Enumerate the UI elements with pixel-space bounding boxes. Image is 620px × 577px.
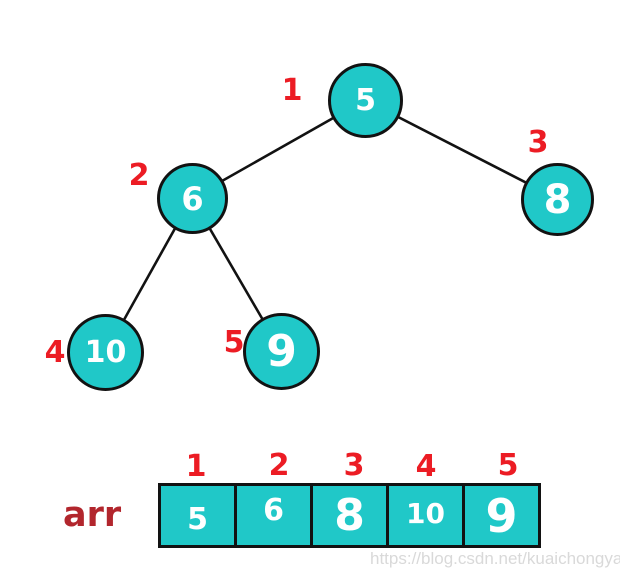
tree-order-label-3: 3 (527, 125, 549, 160)
tree-order-label-4: 4 (44, 335, 66, 370)
array-row: 5 6 8 10 9 (158, 483, 541, 548)
array-index-3: 3 (343, 448, 365, 483)
tree-node-9: 9 (243, 313, 320, 390)
array-cell-4: 10 (386, 483, 465, 548)
array-cell-3: 8 (310, 483, 389, 548)
watermark-url: https://blog.csdn.net/kuaichongya (370, 549, 620, 568)
array-cell-2: 6 (234, 483, 313, 548)
tree-node-5: 5 (328, 63, 403, 138)
array-cell-1: 5 (158, 483, 237, 548)
array-index-2: 2 (268, 448, 290, 483)
tree-order-label-2: 2 (128, 158, 150, 193)
array-index-1: 1 (185, 449, 207, 484)
array-name-label: arr (63, 495, 122, 535)
array-index-4: 4 (415, 449, 437, 484)
array-cell-5: 9 (462, 483, 541, 548)
tree-order-label-1: 1 (281, 73, 303, 108)
tree-node-8: 8 (521, 163, 594, 236)
tree-node-6: 6 (157, 163, 228, 234)
array-index-5: 5 (497, 448, 519, 483)
tree-order-label-5: 5 (223, 325, 245, 360)
tree-node-10: 10 (67, 314, 144, 391)
